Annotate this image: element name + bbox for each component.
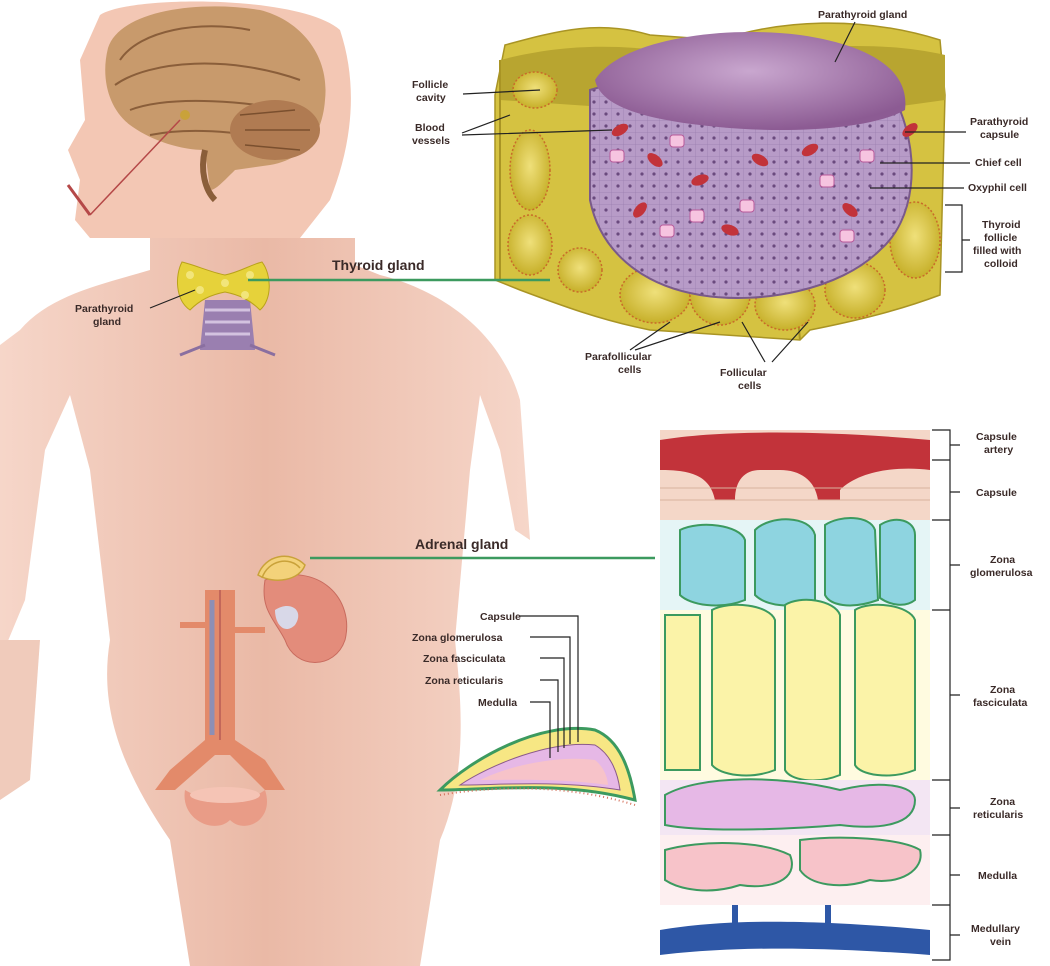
zona-reticularis-label-line2: reticularis: [973, 809, 1023, 821]
parafollicular-cells-label-line2: cells: [618, 364, 642, 376]
zona-fasciculata-label-line2: fasciculata: [973, 697, 1027, 709]
capsule-label: Capsule: [976, 487, 1017, 499]
zona-fasciculata-label-line1: Zona: [990, 684, 1015, 696]
adrenal-gland-label: Adrenal gland: [415, 536, 508, 552]
thyroid-follicle-bracket: [945, 205, 970, 272]
follicular-cells-label-line1: Follicular: [720, 367, 767, 379]
thyroid-follicle-label-line4: colloid: [984, 258, 1018, 270]
blood-vessels-label-line2: vessels: [412, 135, 450, 147]
medullary-vein-label-line1: Medullary: [971, 923, 1020, 935]
zona-glomerulosa-label-line2: glomerulosa: [970, 567, 1033, 579]
thyroid-follicle-label-line3: filled with: [973, 245, 1021, 257]
follicle-cavity-label-line2: cavity: [416, 92, 446, 104]
small-medulla-label: Medulla: [478, 697, 517, 709]
parathyroid-gland-body-label-line1: Parathyroid: [75, 303, 133, 315]
parafollicular-cells-label-line1: Parafollicular: [585, 351, 652, 363]
small-zona-reticularis-label: Zona reticularis: [425, 675, 503, 687]
parathyroid-gland-body-label-line2: gland: [93, 316, 121, 328]
medulla-label: Medulla: [978, 870, 1017, 882]
parathyroid-gland-top-label: Parathyroid gland: [818, 9, 907, 21]
blood-vessels-label-line1: Blood: [415, 122, 445, 134]
follicular-cells-label-line2: cells: [738, 380, 762, 392]
zona-reticularis-label-line1: Zona: [990, 796, 1015, 808]
head-brain-illustration: [68, 0, 358, 238]
parathyroid-capsule-label-line2: capsule: [980, 129, 1019, 141]
small-zona-glomerulosa-label: Zona glomerulosa: [412, 632, 503, 644]
thyroid-block: [495, 23, 945, 340]
adrenal-bracket: [932, 430, 960, 960]
thyroid-follicle-label-line1: Thyroid: [982, 219, 1021, 231]
capsule-artery-label-line2: artery: [984, 444, 1013, 456]
zona-glomerulosa-label-line1: Zona: [990, 554, 1015, 566]
chief-cell-label: Chief cell: [975, 157, 1022, 169]
parathyroid-capsule-label-line1: Parathyroid: [970, 116, 1028, 128]
thyroid-gland-label: Thyroid gland: [332, 257, 425, 273]
small-capsule-label: Capsule: [480, 611, 521, 623]
oxyphil-cell-label: Oxyphil cell: [968, 182, 1027, 194]
adrenal-histology: [660, 430, 930, 966]
small-zona-fasciculata-label: Zona fasciculata: [423, 653, 505, 665]
thyroid-follicle-label-line2: follicle: [984, 232, 1017, 244]
medullary-vein-label-line2: vein: [990, 936, 1011, 948]
follicle-cavity-label-line1: Follicle: [412, 79, 448, 91]
capsule-artery-label-line1: Capsule: [976, 431, 1017, 443]
adrenal-cross-section: [440, 728, 635, 805]
